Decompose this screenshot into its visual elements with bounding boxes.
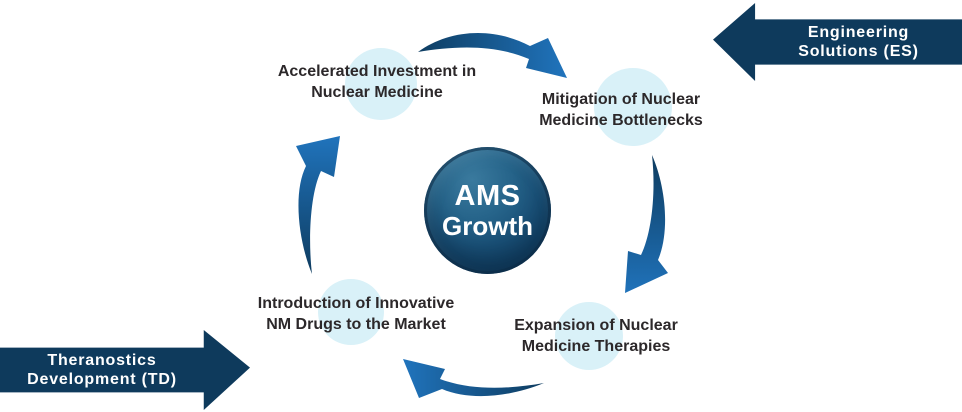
engineering-solutions-label: Engineering Solutions (ES) xyxy=(756,23,919,61)
node-label-line: NM Drugs to the Market xyxy=(266,316,446,333)
theranostics-development-label: Theranostics Development (TD) xyxy=(27,351,223,389)
node-label-line: Nuclear Medicine xyxy=(311,84,443,101)
cycle-arrow-right-icon xyxy=(625,155,668,293)
cycle-arrow-left-icon xyxy=(296,136,340,274)
node-halo-accelerated-investment xyxy=(345,48,417,120)
node-label-line: Medicine Bottlenecks xyxy=(539,112,703,129)
node-label-line: Expansion of Nuclear xyxy=(514,317,678,334)
node-halo-mitigation-bottlenecks xyxy=(594,68,672,146)
node-label-line: Accelerated Investment in xyxy=(277,63,477,80)
node-halo-expansion-therapies xyxy=(555,302,623,370)
banner-line: Theranostics xyxy=(47,352,157,369)
cycle-node-accelerated-investment: Accelerated Investment in Nuclear Medici… xyxy=(278,61,476,103)
banner-line: Engineering xyxy=(807,24,910,41)
theranostics-development-arrow-banner: Theranostics Development (TD) xyxy=(0,330,250,410)
node-label-line: Introduction of Innovative xyxy=(257,295,455,312)
center-title: AMS xyxy=(454,179,521,212)
node-label-line: Medicine Therapies xyxy=(521,338,671,355)
banner-line: Development (TD) xyxy=(27,371,177,388)
engineering-solutions-arrow-banner: Engineering Solutions (ES) xyxy=(713,3,962,81)
center-subtitle: Growth xyxy=(442,210,533,241)
center-circle-ams-growth: AMS Growth xyxy=(424,147,551,274)
node-label-line: Mitigation of Nuclear xyxy=(541,91,701,108)
cycle-node-expansion-therapies: Expansion of Nuclear Medicine Therapies xyxy=(514,315,678,357)
banner-line: Solutions (ES) xyxy=(798,43,919,60)
cycle-node-mitigation-bottlenecks: Mitigation of Nuclear Medicine Bottlenec… xyxy=(539,89,703,131)
cycle-arrow-bottom-icon xyxy=(403,359,544,398)
cycle-arrow-top-icon xyxy=(418,33,567,78)
cycle-node-introduction-drugs: Introduction of Innovative NM Drugs to t… xyxy=(258,293,454,335)
node-halo-introduction-drugs xyxy=(318,279,384,345)
